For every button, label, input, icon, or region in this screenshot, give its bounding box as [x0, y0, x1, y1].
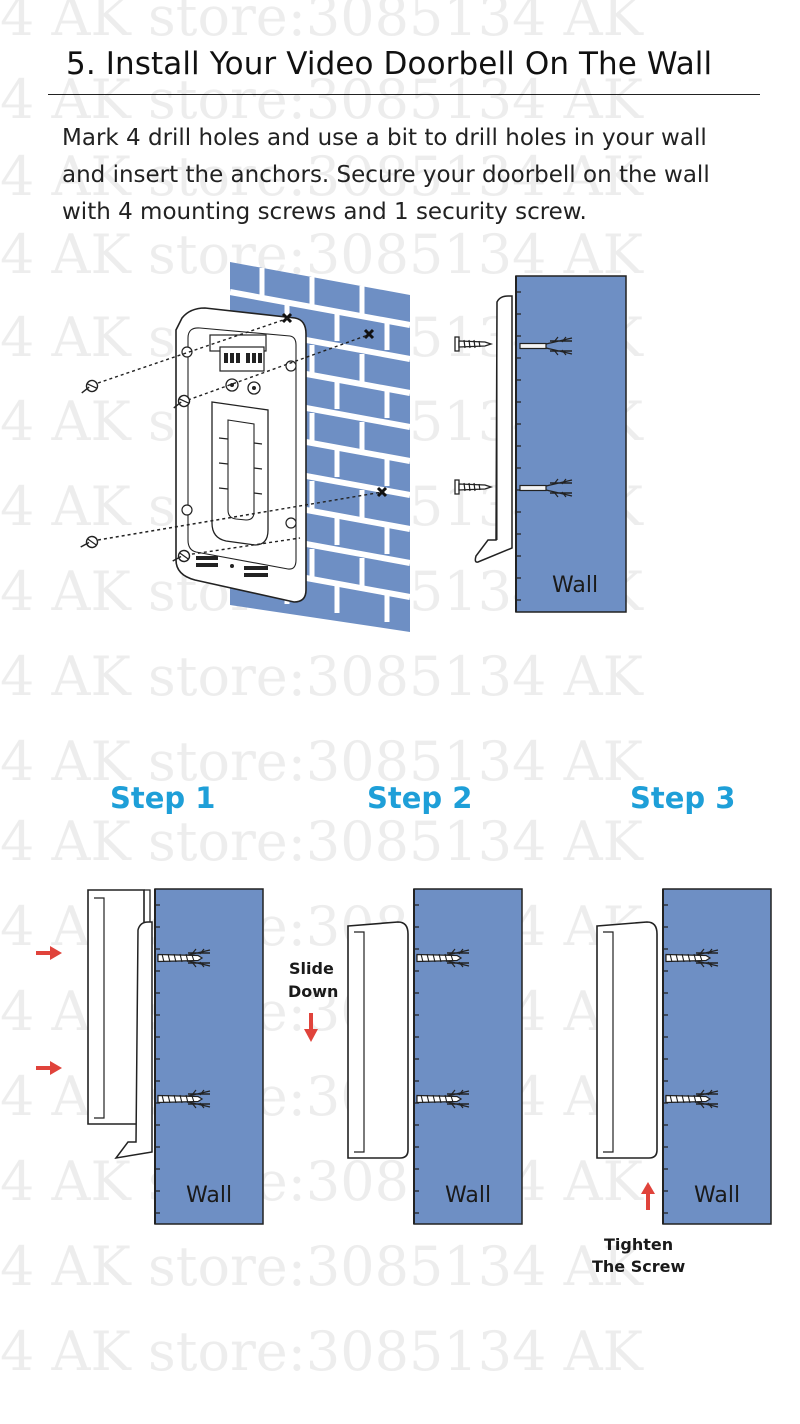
watermark-row: 4 AK store:3085134 AK: [0, 645, 645, 708]
page-title: 5. Install Your Video Doorbell On The Wa…: [66, 46, 713, 82]
watermark-row: 4 AK store:3085134 AK: [0, 730, 645, 793]
instruction-text: Mark 4 drill holes and use a bit to dril…: [62, 120, 752, 231]
slide-down-arrow-icon: [304, 1013, 318, 1042]
push-arrow-icon: [36, 946, 62, 960]
tighten-note-line-1: Tighten: [604, 1235, 673, 1254]
screw-icon: [416, 953, 462, 963]
tighten-note-line-2: The Screw: [592, 1257, 685, 1276]
instruction-line-1: Mark 4 drill holes and use a bit to dril…: [62, 125, 707, 151]
wall-label: Wall: [694, 1183, 740, 1208]
instruction-line-3: with 4 mounting screws and 1 security sc…: [62, 199, 587, 225]
brick-wall-mounting-diagram: [78, 262, 411, 632]
step-3-label: Step 3: [630, 781, 735, 815]
watermark-row: 4 AK store:3085134 AK: [0, 810, 645, 873]
step-1-diagram: Wall: [36, 888, 264, 1225]
tighten-arrow-icon: [641, 1182, 655, 1210]
step-1-label: Step 1: [110, 781, 215, 815]
screw-icon: [665, 1094, 711, 1104]
wall-label: Wall: [445, 1183, 491, 1208]
wall-label: Wall: [186, 1183, 232, 1208]
mounting-guide-lines: [97, 317, 383, 556]
step-3-diagram: Tighten The Screw Wall: [592, 888, 772, 1276]
step-2-diagram: Slide Down Wall: [288, 888, 523, 1225]
screw-icon: [416, 1094, 462, 1104]
slide-down-note-line-2: Down: [288, 982, 338, 1001]
push-arrow-icon: [36, 1061, 62, 1075]
side-view-diagram: Wall: [454, 275, 627, 613]
watermark-row: 4 AK store:3085134 AK: [0, 145, 645, 208]
watermark: 4 AK store:3085134 AK 4 AK store:3085134…: [0, 0, 645, 1383]
watermark-row: 4 AK store:3085134 AK: [0, 0, 645, 48]
screw-icon: [157, 953, 203, 963]
slide-down-note-line-1: Slide: [289, 959, 334, 978]
watermark-row: 4 AK store:3085134 AK: [0, 1320, 645, 1383]
doorbell-mount-plate: [175, 307, 307, 603]
watermark-row: 4 AK store:3085134 AK: [0, 1235, 645, 1298]
wall-label: Wall: [552, 573, 598, 598]
title-divider: [48, 94, 760, 95]
step-2-label: Step 2: [367, 781, 472, 815]
watermark-row: 4 AK store:3085134 AK: [0, 68, 645, 131]
screw-icon: [157, 1094, 203, 1104]
watermark-row: 4 AK store:3085134 AK: [0, 1150, 645, 1213]
instruction-line-2: and insert the anchors. Secure your door…: [62, 162, 710, 188]
screw-icon: [665, 953, 711, 963]
